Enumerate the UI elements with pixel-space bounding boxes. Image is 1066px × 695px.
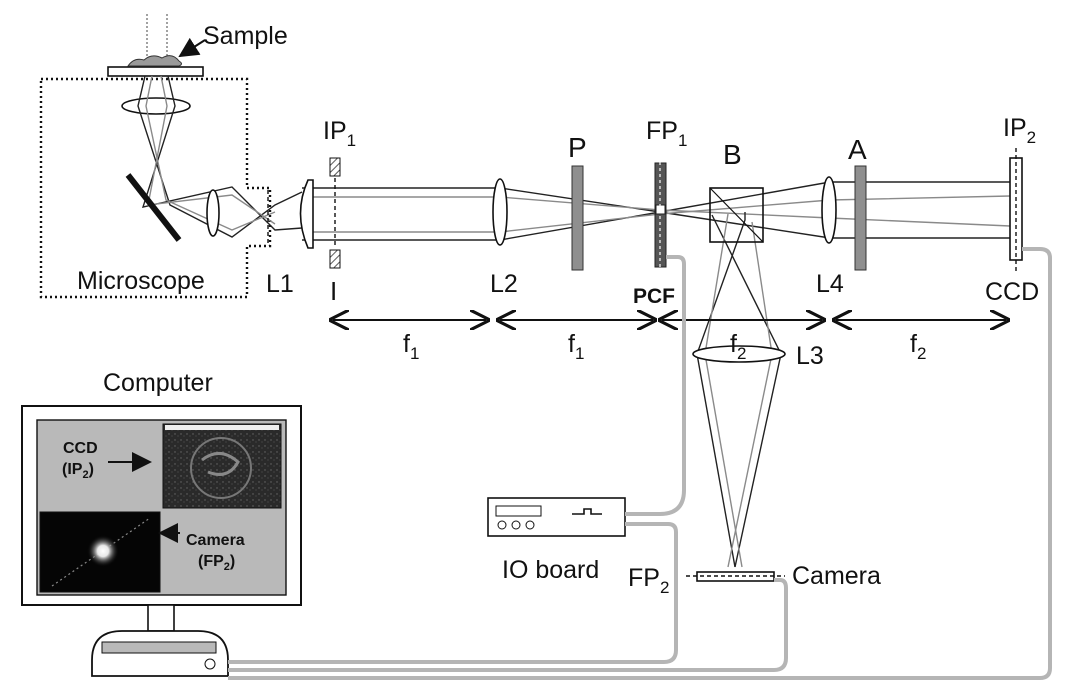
cable-ccd-computer	[228, 247, 1052, 680]
ray	[145, 75, 276, 231]
iris-label: I	[330, 276, 337, 306]
camera-label: Camera	[792, 562, 881, 590]
cable-pcf-io	[625, 255, 686, 516]
io-board-label: IO board	[502, 556, 599, 584]
cable-camera-computer	[228, 578, 788, 672]
ray	[696, 212, 746, 568]
lens-l2	[492, 178, 508, 246]
io-signal-icon	[572, 508, 602, 515]
ip2-label: IP2	[1003, 114, 1036, 147]
f1-label-1: f1	[403, 330, 419, 363]
fp2-label: FP2	[628, 564, 669, 597]
computer: Computer CCD (IP2) Camera (FP2)	[21, 369, 302, 677]
sample-blob	[127, 55, 182, 67]
computer-label: Computer	[103, 369, 213, 397]
microscope: Sample Microscope	[39, 14, 303, 299]
iris-blade-bottom	[329, 249, 341, 269]
f2-label-1: f2	[730, 330, 746, 363]
iris-blade-top	[329, 157, 341, 177]
io-board-display	[495, 505, 542, 517]
l1-label: L1	[266, 270, 294, 298]
screen-camera-sub: (FP2)	[198, 553, 235, 573]
f2-label-2: f2	[910, 330, 926, 363]
focal-distance-markers: f1 f1 f2 f2	[333, 320, 1006, 363]
sample-stage	[107, 66, 204, 77]
lens-l3	[692, 345, 786, 363]
analyzer	[854, 165, 867, 271]
objective-lens	[121, 97, 191, 115]
ccd-sensor: IP2 CCD	[985, 114, 1039, 306]
lens-l4	[821, 176, 837, 244]
io-board: IO board	[487, 497, 626, 584]
ccd-body	[1009, 157, 1023, 261]
cables	[228, 247, 1052, 680]
ccd-image-texture	[201, 452, 240, 476]
computer-power-button	[204, 658, 216, 670]
ray	[704, 213, 743, 568]
mirror	[125, 173, 182, 242]
fp1-label: FP1	[646, 117, 687, 150]
beam-splitter-cube	[709, 187, 764, 243]
cable-io-computer	[228, 522, 678, 664]
ccd-label: CCD	[985, 278, 1039, 306]
lens-l1	[299, 179, 314, 249]
ray	[711, 214, 782, 568]
io-board-knob	[525, 520, 535, 530]
polarizer	[571, 165, 584, 271]
camera: FP2 Camera	[628, 562, 881, 597]
sample-label: Sample	[203, 22, 288, 50]
f1-label-2: f1	[568, 330, 584, 363]
l4-label: L4	[816, 270, 844, 298]
pcf-filter	[654, 162, 667, 268]
camera-image-spot	[87, 535, 119, 567]
intermediate-plane-1: IP1 I	[323, 117, 356, 306]
io-board-knob	[497, 520, 507, 530]
ccd-image-panel	[162, 423, 282, 509]
screen-camera-label: Camera	[186, 532, 245, 549]
l3-label: L3	[796, 342, 824, 370]
ray	[137, 75, 303, 238]
ip1-label: IP1	[323, 117, 356, 150]
ray	[141, 75, 303, 231]
pcf-label: PCF	[633, 285, 675, 308]
io-board-box	[487, 497, 626, 537]
monitor-stand	[147, 604, 175, 632]
beam-splitter: B	[709, 139, 764, 243]
ccd-image-ring	[190, 437, 252, 499]
beam-splitter-label: B	[723, 139, 742, 170]
microscope-label: Microscope	[77, 267, 205, 295]
l2-label: L2	[490, 270, 518, 298]
tube-lens	[206, 189, 220, 237]
analyzer-label: A	[848, 134, 867, 165]
sample-arrow	[178, 37, 206, 58]
screen-ccd-label: CCD	[63, 440, 98, 457]
polarizer-label: P	[568, 132, 587, 163]
fourier-plane-1: FP1 PCF	[633, 117, 687, 308]
screen-ccd-sub: (IP2)	[62, 461, 94, 481]
io-board-knob	[511, 520, 521, 530]
ccd-image-colorbar	[165, 425, 279, 430]
beam-splitter-diagonal	[709, 187, 764, 243]
ray	[727, 221, 773, 568]
computer-drive-slot	[101, 641, 217, 654]
microscope-enclosure	[39, 77, 272, 299]
